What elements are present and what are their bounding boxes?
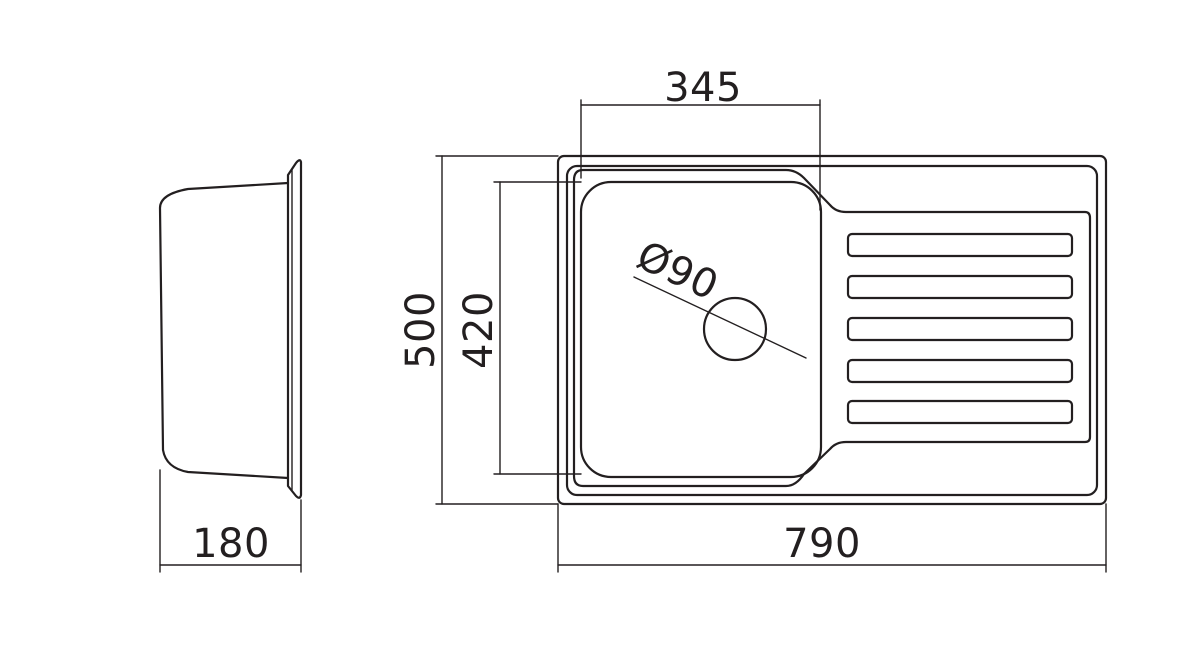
side-view-profile [158,159,303,499]
bowl-width-dimension: 420 [456,181,582,475]
bowl-width-label: 420 [456,291,502,369]
top-view: Ø90 [556,154,1108,506]
total-length-dimension: 790 [557,503,1107,573]
inner-rim [565,164,1099,497]
depth-dimension: 180 [159,469,302,573]
depth-label: 180 [192,521,270,567]
total-width-dimension: 500 [398,155,559,505]
drainboard-rib [846,232,1074,258]
drainboard-rib [846,399,1074,425]
drainboard-rib [846,358,1074,384]
outer-rim [556,154,1108,506]
total-length-label: 790 [783,521,861,567]
total-width-label: 500 [398,291,444,369]
bowl-outer-edge [572,168,1092,488]
drainboard-ribs [846,232,1074,425]
drainboard-rib [846,316,1074,342]
side-bowl-outline [158,181,290,480]
bowl-length-dimension: 345 [580,65,821,211]
bowl-basin [579,180,823,479]
drainboard-rib [846,274,1074,300]
bowl-length-label: 345 [664,65,742,111]
side-rim-flange [286,159,303,499]
drain-leader-line [633,276,807,359]
drain-circle [702,296,768,362]
